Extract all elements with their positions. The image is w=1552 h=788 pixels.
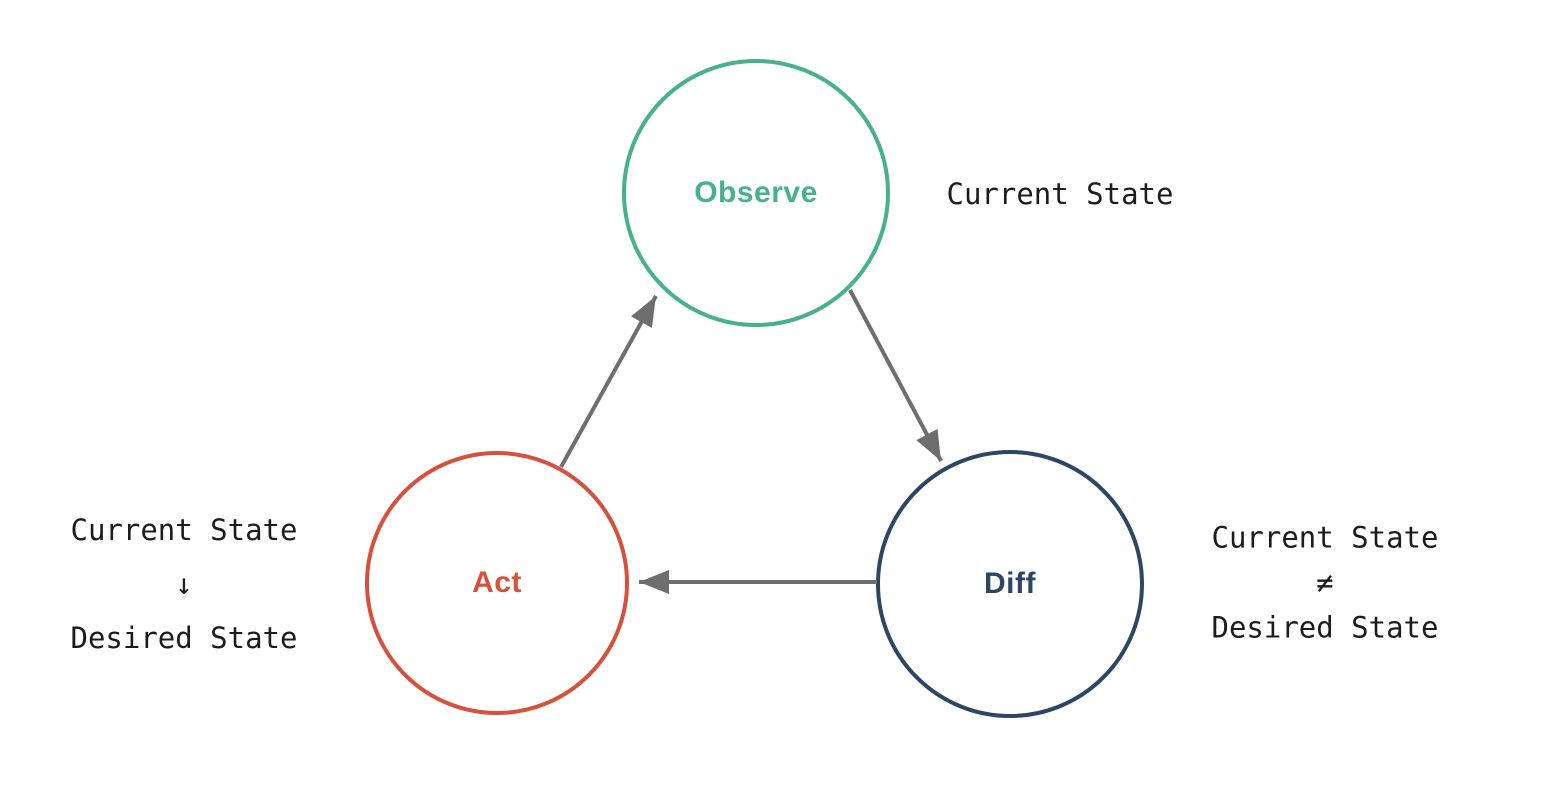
not-equal-icon: ≠ [1316, 565, 1334, 600]
act-node-circle [365, 451, 629, 715]
act-annotation-line-current: Current State [70, 513, 298, 547]
diff-node-label: Diff [984, 567, 1036, 600]
act-annotation-line-desired: Desired State [70, 621, 298, 655]
observe-node-circle [622, 59, 890, 327]
diff-annotation-line-current: Current State [1211, 520, 1439, 555]
diff-annotation: Current State ≠ Desired State [1212, 516, 1439, 651]
act-node-label: Act [472, 566, 522, 599]
down-arrow-icon: ↓ [175, 567, 193, 601]
observe-annotation-line: Current State [946, 177, 1174, 211]
observe-annotation: Current State [947, 177, 1174, 211]
diff-annotation-line-desired: Desired State [1211, 610, 1439, 645]
observe-node-label: Observe [694, 176, 818, 209]
arrow-observe-to-diff [848, 289, 943, 462]
act-annotation: Current State ↓ Desired State [71, 503, 298, 665]
arrow-act-to-observe [559, 295, 658, 468]
diff-node-circle [876, 450, 1144, 718]
